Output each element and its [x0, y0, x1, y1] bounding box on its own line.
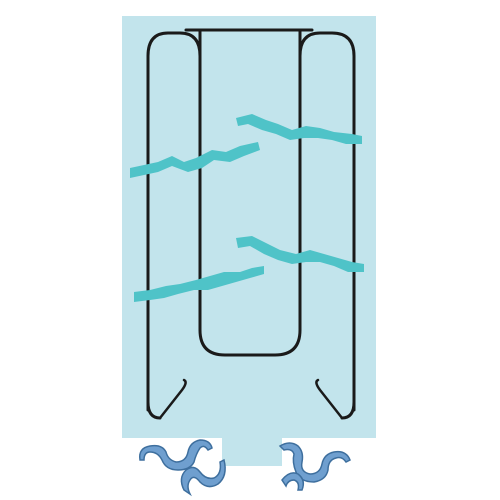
wavy-strip — [134, 266, 264, 302]
hook-icon — [315, 378, 344, 420]
inner-channel-outline — [198, 28, 302, 357]
wavy-strip — [130, 142, 260, 178]
wavy-strip — [236, 236, 364, 272]
seaweed-icon — [138, 439, 226, 497]
wavy-strip — [236, 114, 362, 144]
outer-right-wall-outline — [298, 31, 356, 412]
hook-icon — [158, 378, 187, 420]
outer-bottom-left-corner — [146, 400, 162, 420]
seaweed-icon — [278, 442, 351, 491]
outer-bottom-right-corner — [340, 400, 356, 420]
